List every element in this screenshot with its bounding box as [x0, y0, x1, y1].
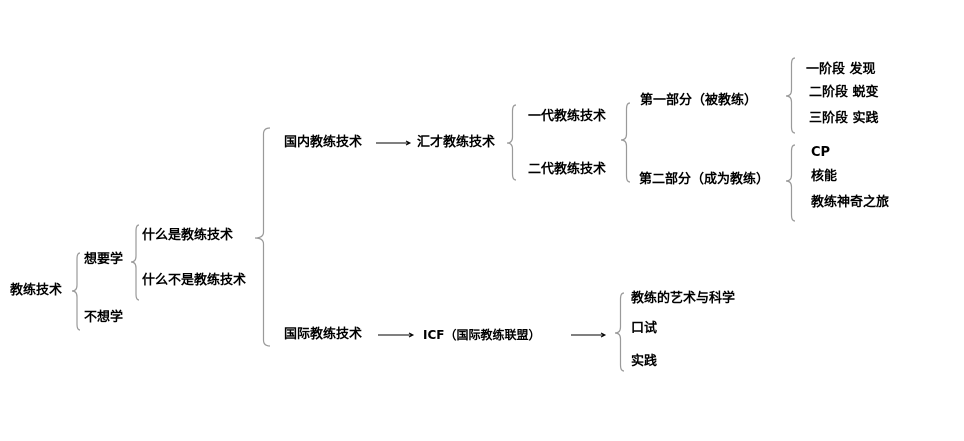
node-what-is-not: 什么不是教练技术: [142, 273, 247, 288]
node-practice: 实践: [631, 354, 658, 369]
brace-part2: [785, 144, 796, 222]
brace-generations: [620, 102, 631, 183]
brace-what-is: [254, 127, 271, 347]
arrow-international: [378, 332, 415, 338]
arrow-domestic: [376, 140, 412, 146]
node-gen1: 一代教练技术: [528, 109, 607, 124]
node-international: 国际教练技术: [284, 327, 363, 342]
brace-root: [71, 252, 81, 331]
node-part2: 第二部分（成为教练）: [639, 172, 770, 187]
node-stage3: 三阶段 实践: [809, 111, 879, 126]
node-stage2: 二阶段 蜕变: [809, 85, 879, 100]
brace-icf: [614, 292, 625, 372]
node-journey: 教练神奇之旅: [811, 195, 890, 210]
root-node: 教练技术: [10, 283, 63, 298]
node-cp: CP: [811, 145, 831, 160]
node-gen2: 二代教练技术: [528, 162, 607, 177]
brace-part1: [785, 57, 796, 134]
brace-want-learn: [130, 224, 140, 301]
node-part1: 第一部分（被教练）: [640, 93, 758, 108]
node-not-want-learn: 不想学: [84, 310, 124, 325]
arrow-icf: [571, 332, 607, 338]
node-stage1: 一阶段 发现: [806, 62, 876, 77]
node-heneng: 核能: [811, 169, 838, 184]
brace-huicai: [506, 104, 517, 181]
node-what-is: 什么是教练技术: [142, 228, 234, 243]
node-oral-exam: 口试: [631, 321, 658, 336]
node-want-learn: 想要学: [84, 252, 124, 267]
node-huicai: 汇才教练技术: [417, 135, 496, 150]
node-domestic: 国内教练技术: [284, 135, 363, 150]
node-art-science: 教练的艺术与科学: [631, 291, 736, 306]
node-icf: ICF（国际教练联盟）: [423, 328, 541, 342]
